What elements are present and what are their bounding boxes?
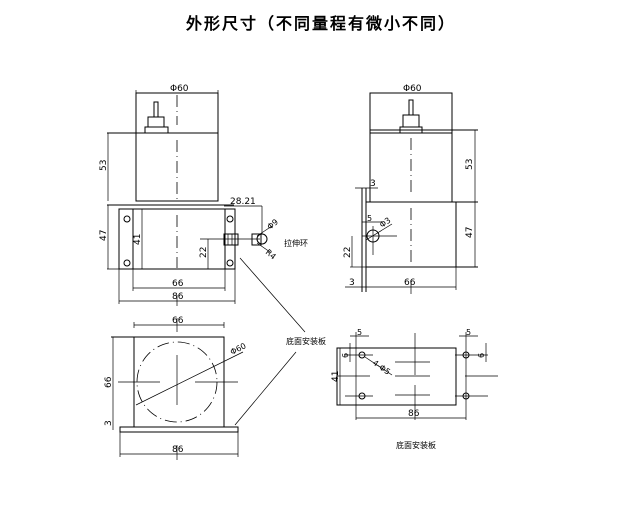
front-dim-22: 22 — [199, 247, 209, 258]
front-dim-ring-radius: R4 — [264, 248, 278, 262]
front-dim-53: 53 — [99, 160, 109, 171]
side-dim-22: 22 — [343, 247, 353, 258]
front-hole — [226, 215, 234, 223]
plate-dim-5-left: 5 — [357, 328, 362, 337]
plate-dim-86: 86 — [408, 409, 420, 419]
front-dim-86: 86 — [172, 292, 184, 302]
side-view: Φ60 53 47 3 5 Φ3 22 3 66 — [343, 84, 478, 294]
front-dim-28-21: 28.21 — [230, 197, 256, 207]
front-dim-41: 41 — [133, 234, 143, 245]
plate-view: 5 5 6 6 4-Φ5 41 86 底面安装板 — [331, 328, 498, 450]
bottom-dim-3: 3 — [104, 420, 114, 426]
bottom-base-plate — [119, 426, 239, 433]
front-dim-diameter: Φ60 — [170, 84, 189, 94]
mounting-plate-label: 底面安装板 — [286, 336, 326, 346]
side-dim-diameter: Φ60 — [403, 84, 422, 94]
plate-dim-6-left: 6 — [341, 353, 350, 358]
side-dim-3-bottom: 3 — [349, 278, 355, 288]
side-dim-47: 47 — [465, 227, 475, 238]
front-hole — [123, 259, 131, 267]
side-dim-hole-diameter: Φ3 — [378, 216, 392, 230]
bottom-dim-66-top: 66 — [172, 316, 184, 326]
front-connector-base — [144, 126, 169, 134]
plate-dim-41: 41 — [331, 371, 341, 382]
side-dim-5: 5 — [367, 214, 372, 223]
side-dim-3-top: 3 — [370, 179, 376, 189]
side-connector-pin — [408, 99, 414, 116]
bottom-dim-66-side: 66 — [104, 376, 114, 388]
front-hole — [226, 259, 234, 267]
bottom-dim-86: 86 — [172, 445, 184, 455]
front-pull-ring — [251, 233, 262, 246]
side-dim-66: 66 — [404, 278, 416, 288]
plate-dim-6-right: 6 — [477, 353, 486, 358]
leader-line — [239, 257, 306, 333]
front-connector-pin — [153, 101, 159, 118]
front-dim-66: 66 — [172, 279, 184, 289]
front-dim-ring-hole: Φ9 — [266, 217, 281, 231]
plate-dim-5-right: 5 — [466, 328, 471, 337]
front-upper-body — [135, 132, 219, 202]
leader-line — [234, 351, 297, 426]
side-connector-body — [402, 114, 420, 128]
bottom-view: 66 Φ60 66 3 86 — [104, 316, 248, 460]
front-view: Φ60 53 47 41 22 Φ9 R4 — [99, 84, 308, 306]
side-dim-53: 53 — [465, 159, 475, 170]
pull-ring-label: 拉伸环 — [284, 238, 308, 248]
front-hole — [123, 215, 131, 223]
plate-caption: 底面安装板 — [396, 440, 436, 450]
plate-body — [336, 347, 457, 406]
front-connector-body — [147, 116, 165, 128]
front-dim-47: 47 — [99, 230, 109, 241]
plate-dim-hole-spec: 4-Φ5 — [371, 358, 392, 376]
front-pull-ring-shaft — [223, 233, 239, 246]
drawing-title: 外形尺寸（不同量程有微小不同） — [185, 14, 456, 33]
